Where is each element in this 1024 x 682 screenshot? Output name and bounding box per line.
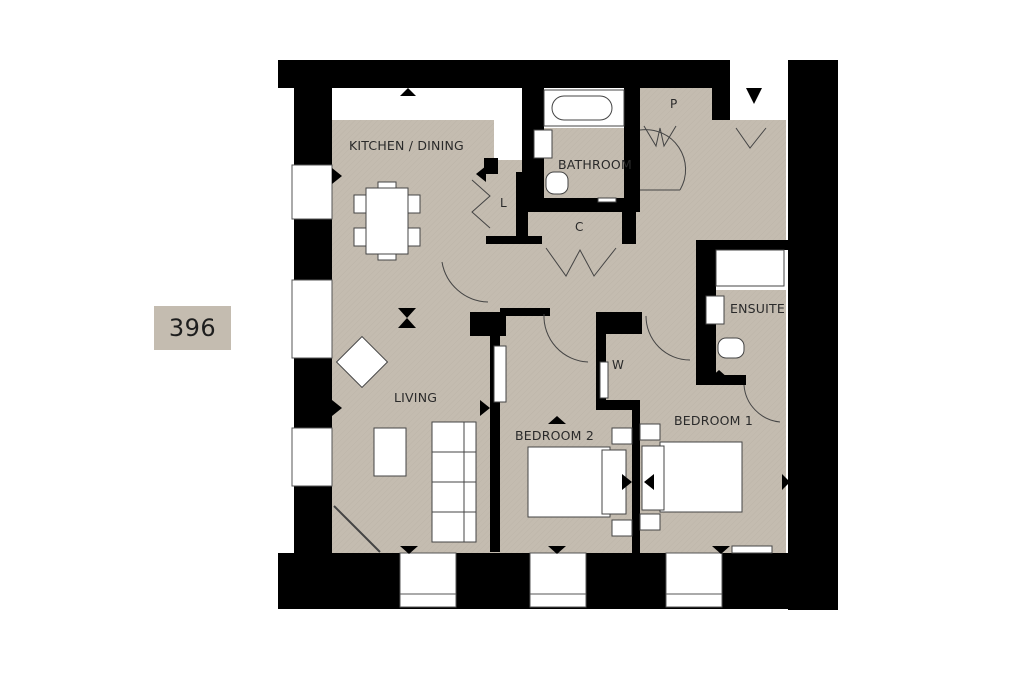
unit-number-badge: 396 (154, 306, 231, 350)
label-cupboard: C (575, 220, 583, 234)
label-pantry: P (670, 97, 677, 111)
kitchen-counter (332, 88, 522, 120)
label-wardrobe: W (612, 358, 624, 372)
unit-number: 396 (168, 314, 217, 342)
bedroom2-bed (527, 427, 633, 537)
label-kitchen-dining: KITCHEN / DINING (349, 138, 464, 153)
label-bathroom: BATHROOM (558, 157, 632, 172)
bottom-windows (399, 552, 723, 608)
label-living: LIVING (394, 390, 437, 405)
label-linen: L (500, 196, 507, 210)
bathroom-fixtures (533, 89, 625, 203)
ensuite-fixtures (705, 249, 785, 359)
living-furniture (333, 335, 507, 553)
label-bedroom-1: BEDROOM 1 (674, 413, 753, 428)
entrance-arrow-icon (746, 88, 762, 104)
left-windows (291, 164, 333, 487)
dining-table (353, 181, 421, 261)
label-ensuite: ENSUITE (730, 301, 785, 316)
door-swings (441, 125, 781, 423)
markers (332, 88, 790, 554)
interior-walls (470, 88, 788, 553)
label-bedroom-2: BEDROOM 2 (515, 428, 594, 443)
kitchen-counter-side (494, 88, 522, 160)
